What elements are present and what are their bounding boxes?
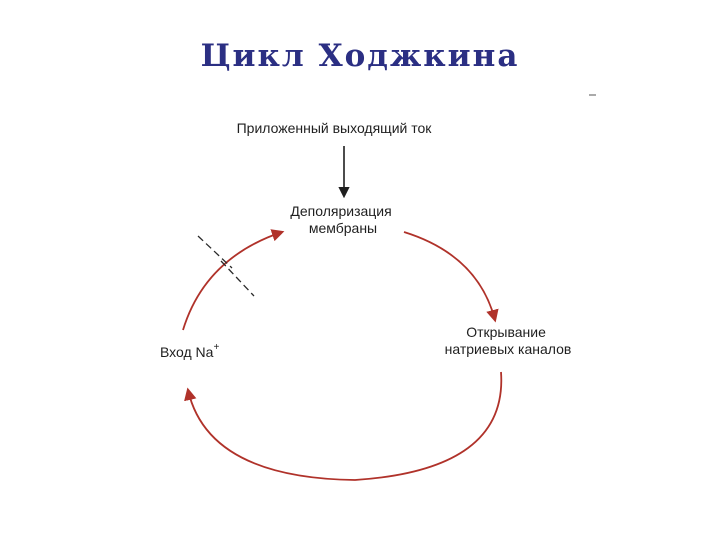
sodium-channels-label: Открывание натриевых каналов [445, 324, 572, 357]
depolarization-line-2: мембраны [309, 220, 377, 236]
applied-current-label: Приложенный выходящий ток [237, 120, 433, 136]
sodium-entry-text: Вход Na [160, 344, 214, 360]
arc-depolarization-to-channels [403, 231, 499, 323]
arc-channels-to-entry [184, 371, 503, 481]
dashed-line-upper [197, 235, 233, 269]
slide-title: Цикл Ходжкина [200, 38, 520, 74]
arc-entry-to-depolarization [182, 229, 285, 331]
dashed-line-lower [220, 260, 255, 297]
sodium-channels-line-2: натриевых каналов [445, 341, 572, 357]
sodium-channels-line-1: Открывание [466, 324, 546, 340]
depolarization-line-1: Деполяризация [290, 203, 391, 219]
depolarization-label: Деполяризация мембраны [290, 203, 395, 236]
sodium-entry-label: Вход Na+ [160, 342, 219, 360]
sodium-entry-superscript: + [213, 342, 219, 353]
